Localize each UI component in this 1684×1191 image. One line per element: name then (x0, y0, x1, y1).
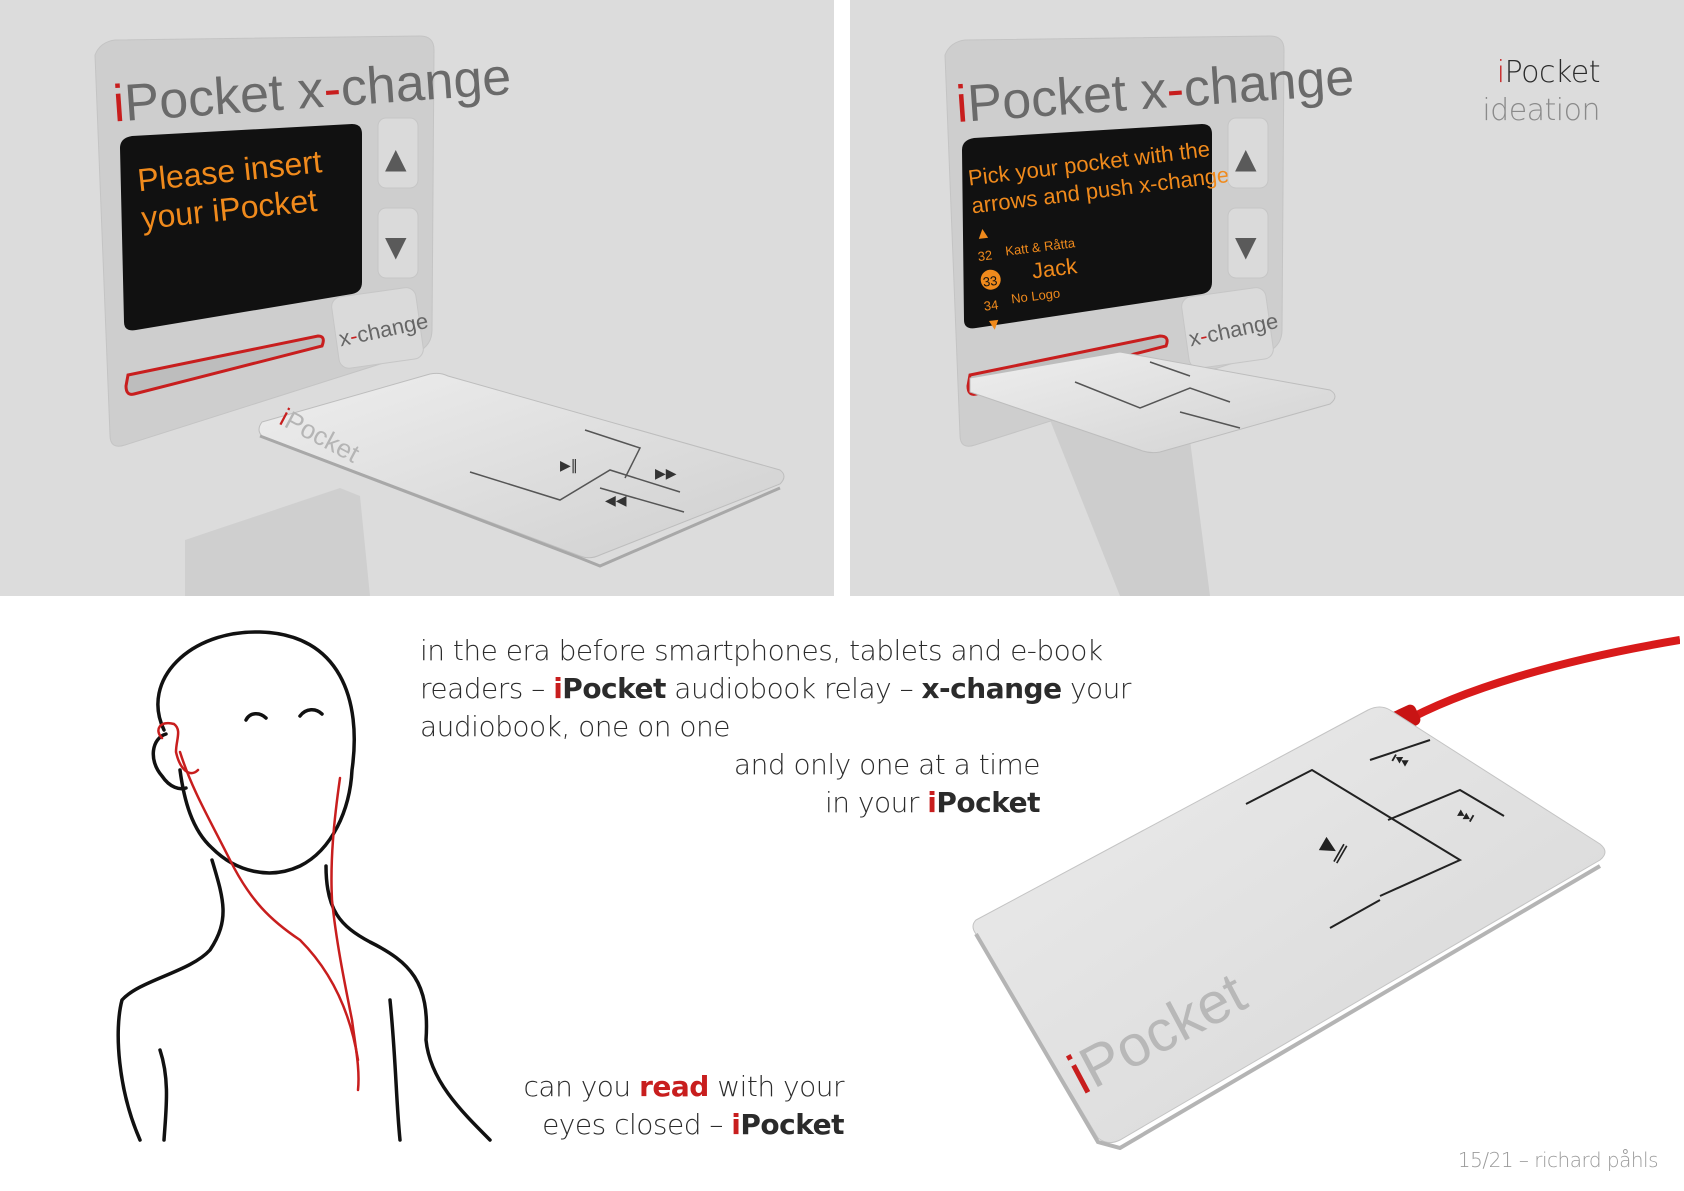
list-num-selected: 33 (982, 273, 998, 290)
page-footer: 15/21 – richard påhls (1457, 1148, 1659, 1172)
up-arrow-icon: ▲ (1235, 142, 1257, 175)
up-arrow-icon: ▲ (385, 142, 407, 175)
down-arrow-icon: ▼ (1235, 230, 1257, 263)
play-pause-icon: ▶‖ (560, 458, 578, 474)
device-controls (1245, 739, 1505, 929)
kiosk-render-insert: iPocket x-change Please insert your iPoc… (0, 0, 834, 596)
list-num: 32 (977, 247, 993, 264)
list-down-arrow-icon: ▼ (985, 316, 1003, 335)
quote-text: can you read with your eyes closed – iPo… (520, 1068, 845, 1144)
x-change-button[interactable] (330, 286, 424, 369)
prev-icon: ◀◀ (605, 493, 627, 509)
story-line-3: audiobook, one on one (420, 710, 731, 743)
down-button[interactable] (1227, 207, 1269, 279)
ipocket-device-render: ▶‖ ⏮ ⏭ iPocket (960, 630, 1680, 1150)
story-line-4: and only one at a time (733, 748, 1041, 781)
svg-text:iPocket x-change: iPocket x-change (954, 48, 1356, 134)
list-title-selected: Jack (1030, 253, 1079, 283)
quote-line-2: eyes closed – iPocket (542, 1108, 844, 1141)
list-num: 34 (983, 297, 999, 314)
stand-shadow (185, 488, 370, 596)
brand-title: iPocket (1496, 55, 1601, 90)
card-slot[interactable] (124, 334, 325, 396)
subtitle: ideation (1482, 93, 1600, 128)
card-shadow (1050, 420, 1210, 596)
story-line-5: in your iPocket (824, 786, 1041, 819)
down-button[interactable] (377, 207, 419, 279)
kiosk-title-i: i (111, 75, 127, 134)
kiosk-screen (120, 124, 362, 331)
card-controls (469, 429, 685, 513)
story-line-1: in the era before smartphones, tablets a… (420, 634, 1103, 667)
down-arrow-icon: ▼ (385, 230, 407, 263)
next-icon: ▶▶ (655, 466, 677, 482)
kiosk-render-select: iPocket x-change Pick your pocket with t… (850, 0, 1684, 596)
x-change-button[interactable] (1180, 286, 1274, 369)
headphone-cable (1398, 636, 1680, 728)
kiosk-screen (962, 124, 1212, 329)
story-line-2: readers – iPocket audiobook relay – x-ch… (420, 672, 1131, 705)
list-title: No Logo (1010, 285, 1061, 306)
quote-line-1: can you read with your (523, 1070, 845, 1103)
up-button[interactable] (377, 117, 419, 189)
sketch-person-listening (100, 620, 540, 1150)
slide-title: iPocket ideation (1482, 54, 1600, 130)
up-button[interactable] (1227, 117, 1269, 189)
svg-text:iPocket x-change: iPocket x-change (111, 48, 513, 134)
list-up-arrow-icon: ▲ (974, 224, 992, 243)
story-text: in the era before smartphones, tablets a… (420, 632, 1131, 822)
ipocket-card (258, 372, 785, 559)
device-body (972, 706, 1606, 1144)
